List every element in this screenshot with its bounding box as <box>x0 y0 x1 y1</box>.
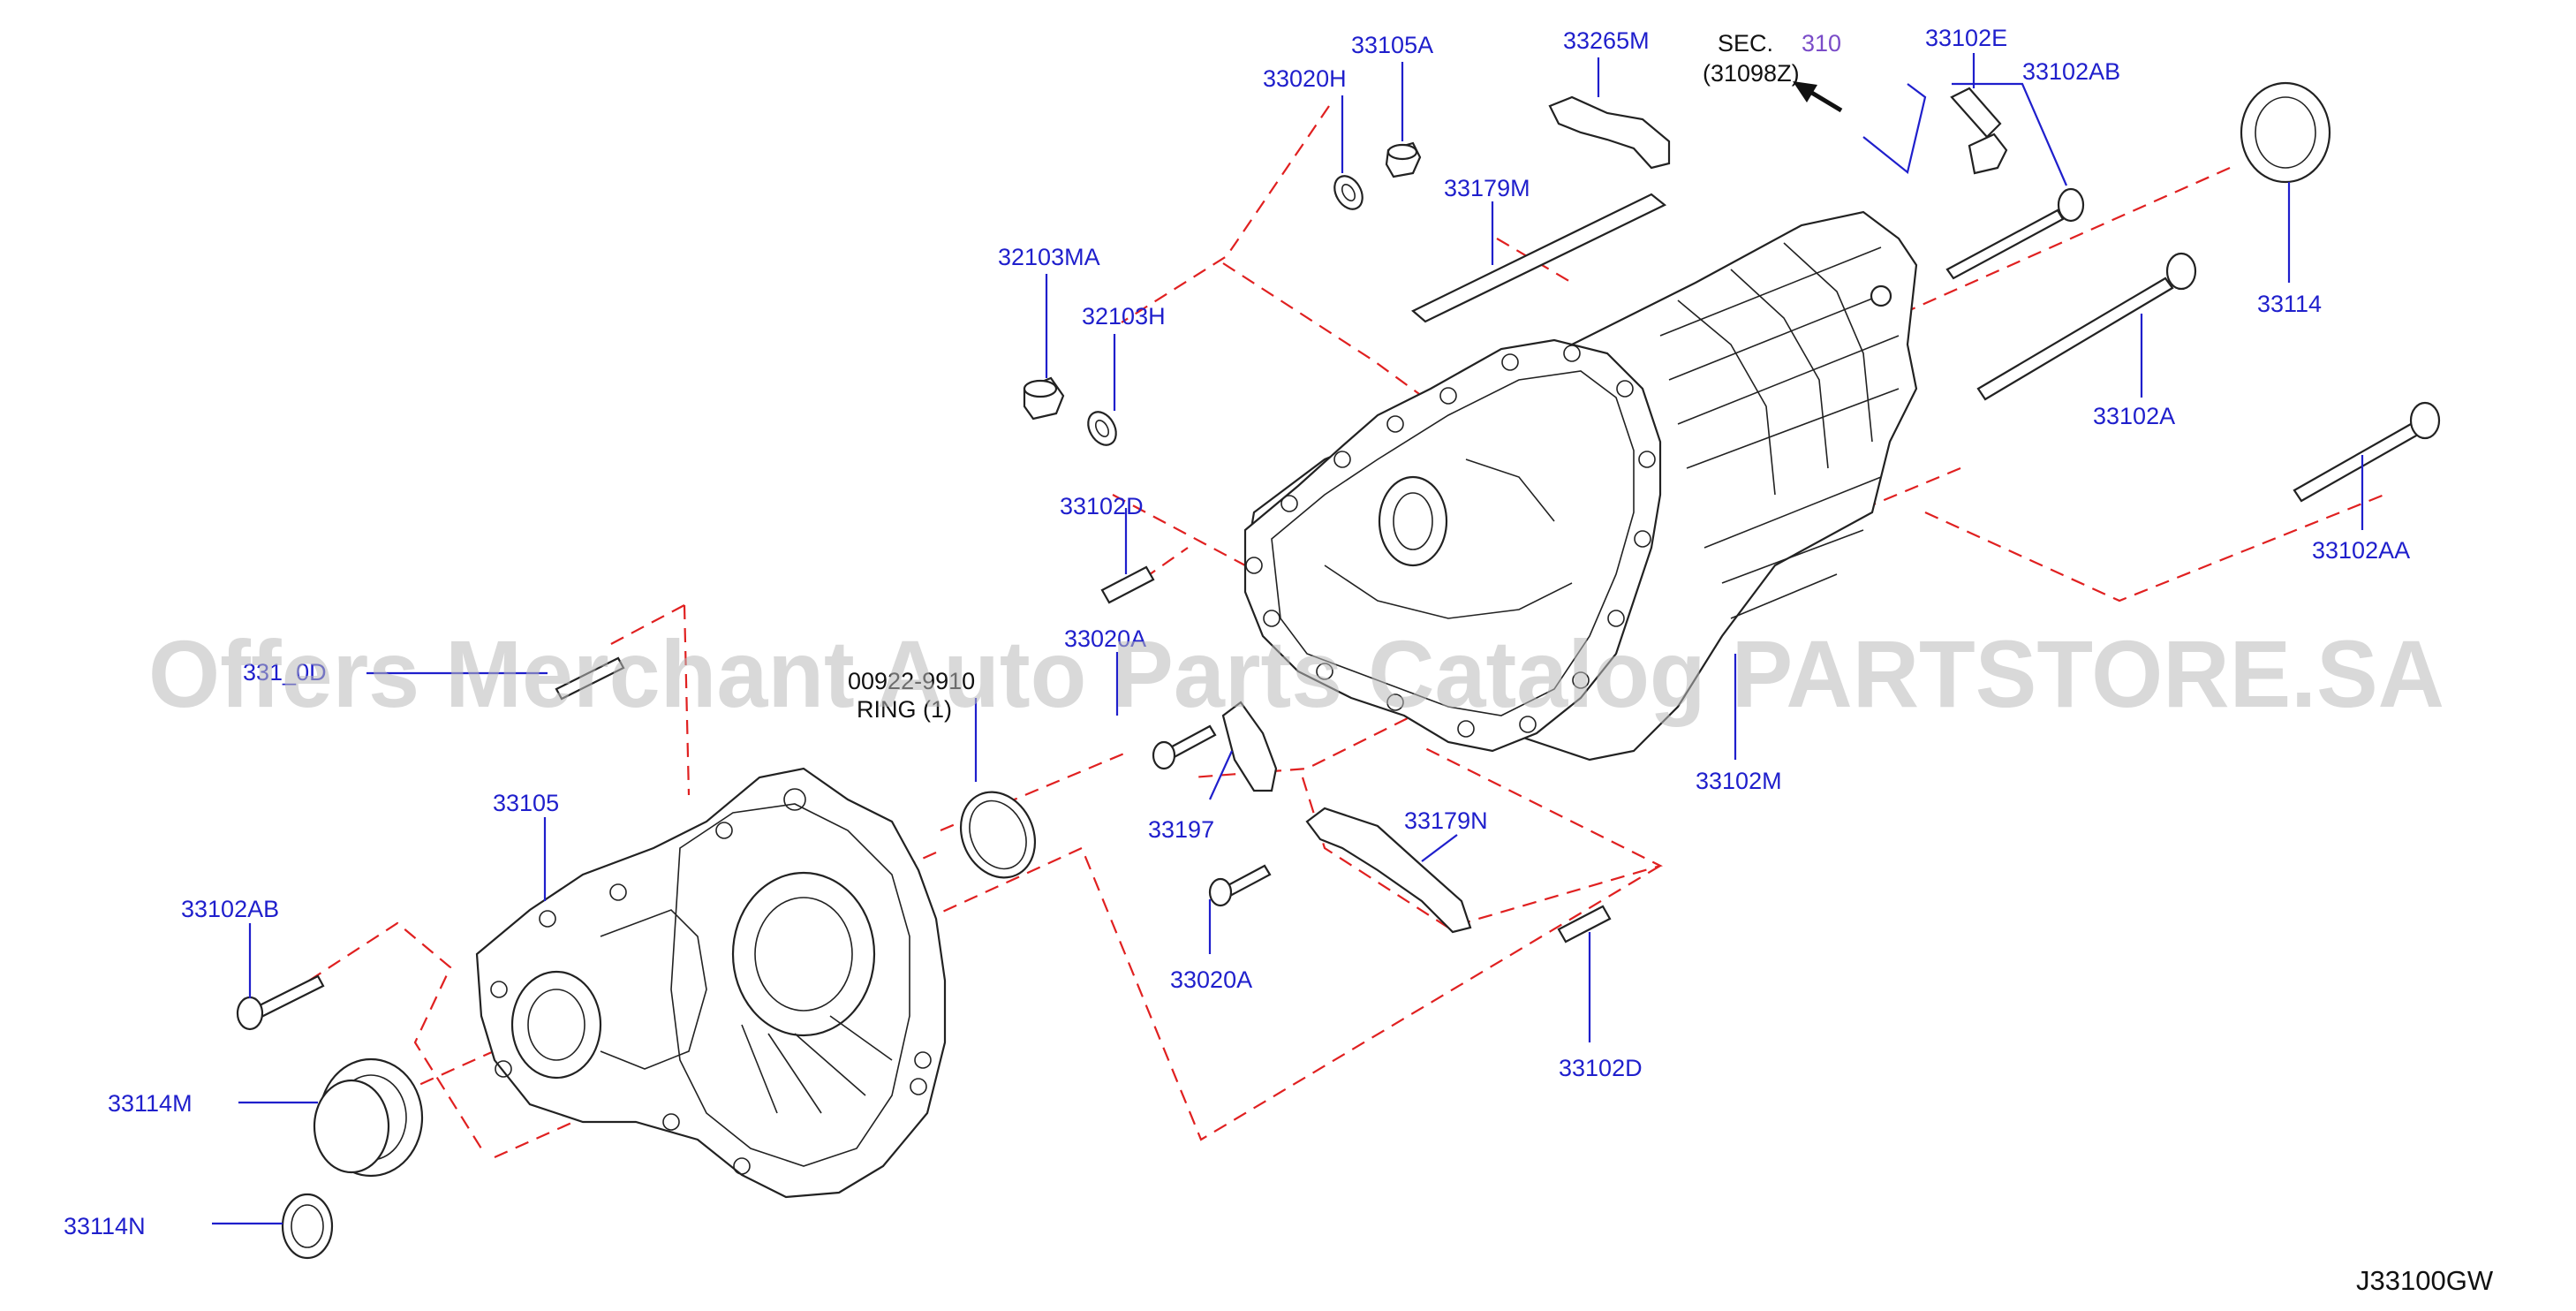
section-number: 310 <box>1802 30 1841 57</box>
label-33102D: 33102D <box>1060 493 1144 519</box>
label-33102E: 33102E <box>1925 25 2007 51</box>
bolt-331xxD <box>555 656 625 701</box>
dowel-33102D-bottom <box>1557 905 1612 943</box>
bracket-33179N <box>1305 807 1472 934</box>
label-33102AB: 33102AB <box>2022 58 2120 85</box>
seal-33114M <box>313 1057 424 1178</box>
bolt-33102AB-top <box>1945 187 2085 280</box>
seal-33114 <box>2240 81 2331 184</box>
label-33105: 33105 <box>493 790 559 816</box>
bolt-33020A-top <box>1152 724 1217 770</box>
label-33114N: 33114N <box>64 1213 146 1239</box>
arrow-icon <box>1793 81 1843 113</box>
plug-33105A <box>1385 141 1422 178</box>
ring-33114N <box>281 1193 334 1260</box>
bolt-33020A-bottom <box>1208 864 1272 907</box>
o-ring-00922 <box>959 791 1037 879</box>
transfer-case-housing-33102M <box>1243 210 1918 762</box>
label-32103H: 32103H <box>1082 303 1166 330</box>
rear-cover-33105 <box>475 767 947 1199</box>
plug-32103MA <box>1023 376 1065 421</box>
part-labels: 33105A 33020H 33265M 33102E 33102AB 3317… <box>64 25 2410 1239</box>
watermark-text: Offers Merchant Auto Parts Catalog PARTS… <box>148 620 2444 727</box>
plate-33197 <box>1221 701 1278 792</box>
section-prefix: SEC. <box>1718 30 1773 57</box>
washer-33020H <box>1333 175 1364 210</box>
label-33020H: 33020H <box>1263 65 1347 92</box>
o-ring-name: RING (1) <box>857 696 952 723</box>
washer-32103H <box>1087 411 1117 446</box>
small-parts <box>236 81 2441 1260</box>
label-33102AB: 33102AB <box>181 896 279 922</box>
label-32103MA: 32103MA <box>998 244 1100 270</box>
label-33102AA: 33102AA <box>2312 537 2410 564</box>
label-33020A: 33020A <box>1170 966 1252 993</box>
o-ring-part-number: 00922-9910 <box>848 668 975 694</box>
sensor-33102E <box>1950 87 2008 175</box>
label-33179M: 33179M <box>1444 175 1530 201</box>
label-33105A: 33105A <box>1351 32 1433 58</box>
label-33114M: 33114M <box>108 1090 193 1117</box>
leader-lines <box>212 53 2364 1225</box>
label-33114: 33114 <box>2257 291 2322 317</box>
diagram-reference-code: J33100GW <box>2356 1265 2494 1296</box>
label-33265M: 33265M <box>1563 27 1650 54</box>
label-33020A: 33020A <box>1064 625 1146 652</box>
label-33179N: 33179N <box>1404 807 1488 834</box>
bolt-33102A <box>1976 252 2197 401</box>
label-33102D: 33102D <box>1559 1055 1643 1081</box>
label-33102M: 33102M <box>1696 768 1782 794</box>
bolt-33102AB-left <box>236 974 325 1031</box>
bolt-33102AA <box>2293 401 2441 503</box>
label-33197: 33197 <box>1148 816 1214 843</box>
section-code: (31098Z) <box>1703 60 1800 87</box>
label-331xxD: 331_0D <box>243 659 327 686</box>
bracket-33265M <box>1548 95 1671 170</box>
dowel-33102D-top <box>1100 565 1155 604</box>
label-33102A: 33102A <box>2093 403 2175 429</box>
strip-33179M <box>1411 193 1667 323</box>
